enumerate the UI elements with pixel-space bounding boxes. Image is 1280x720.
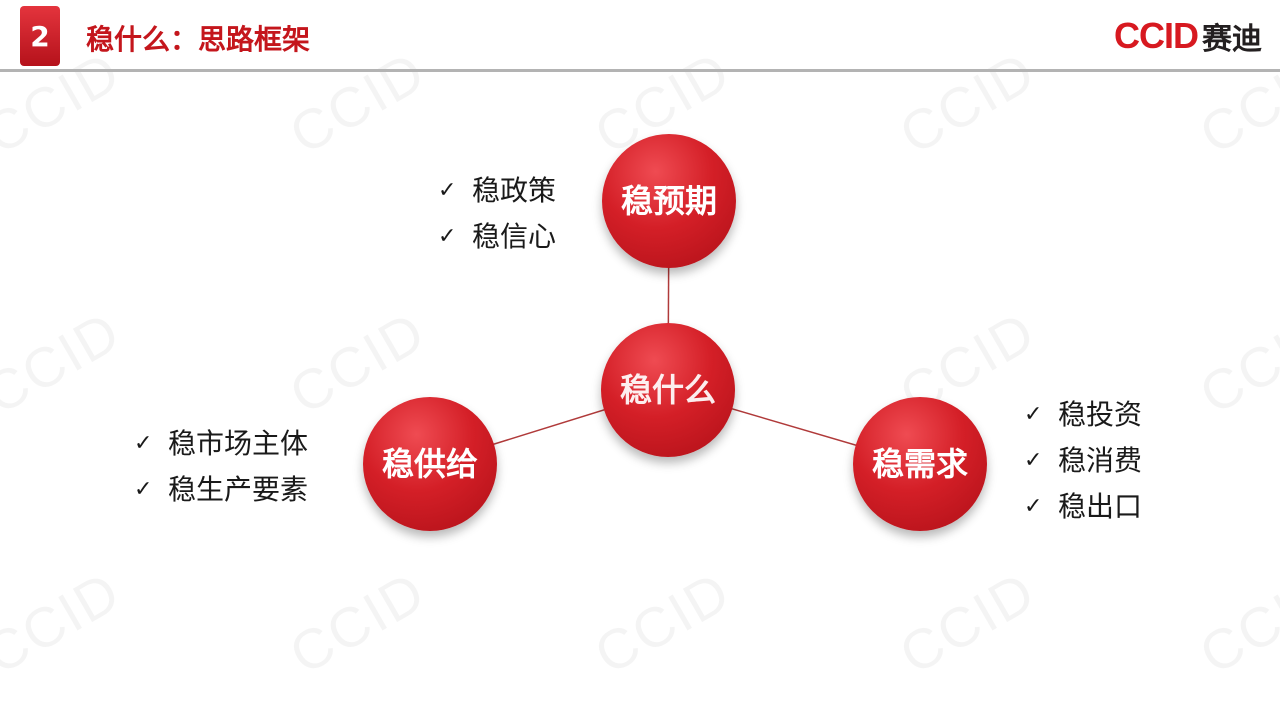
- list-item: ✓稳信心: [438, 214, 556, 260]
- check-icon: ✓: [1024, 402, 1043, 427]
- list-item: ✓稳市场主体: [134, 421, 308, 467]
- node-center-what-to-stabilize: 稳什么: [601, 323, 735, 457]
- check-icon: ✓: [134, 431, 153, 456]
- node-label: 稳需求: [871, 445, 968, 483]
- node-stable-supply: 稳供给: [363, 397, 497, 531]
- node-stable-demand: 稳需求: [853, 397, 987, 531]
- list-item: ✓稳政策: [438, 168, 556, 214]
- ccid-logo: CCID 赛迪: [1114, 15, 1262, 57]
- node-stable-expectations: 稳预期: [602, 134, 736, 268]
- node-label: 稳预期: [620, 182, 717, 220]
- list-stable-expectations: ✓稳政策 ✓稳信心: [438, 168, 556, 260]
- logo-chinese-text: 赛迪: [1202, 22, 1262, 57]
- list-stable-demand: ✓稳投资 ✓稳消费 ✓稳出口: [1024, 392, 1142, 530]
- list-stable-supply: ✓稳市场主体 ✓稳生产要素: [134, 421, 308, 513]
- list-item: ✓稳生产要素: [134, 467, 308, 513]
- check-icon: ✓: [1024, 494, 1043, 519]
- check-icon: ✓: [1024, 448, 1043, 473]
- check-icon: ✓: [438, 178, 457, 203]
- slide-title: 稳什么：思路框架: [86, 23, 311, 56]
- section-number-badge: 2: [20, 6, 60, 66]
- check-icon: ✓: [134, 477, 153, 502]
- slide-header: 2 稳什么：思路框架 CCID 赛迪: [0, 0, 1280, 72]
- logo-latin-text: CCID: [1114, 15, 1199, 56]
- node-label: 稳供给: [381, 445, 478, 483]
- check-icon: ✓: [438, 224, 457, 249]
- list-item: ✓稳投资: [1024, 392, 1142, 438]
- list-item: ✓稳出口: [1024, 484, 1142, 530]
- node-label: 稳什么: [619, 371, 716, 409]
- list-item: ✓稳消费: [1024, 438, 1142, 484]
- header-divider: [0, 69, 1280, 72]
